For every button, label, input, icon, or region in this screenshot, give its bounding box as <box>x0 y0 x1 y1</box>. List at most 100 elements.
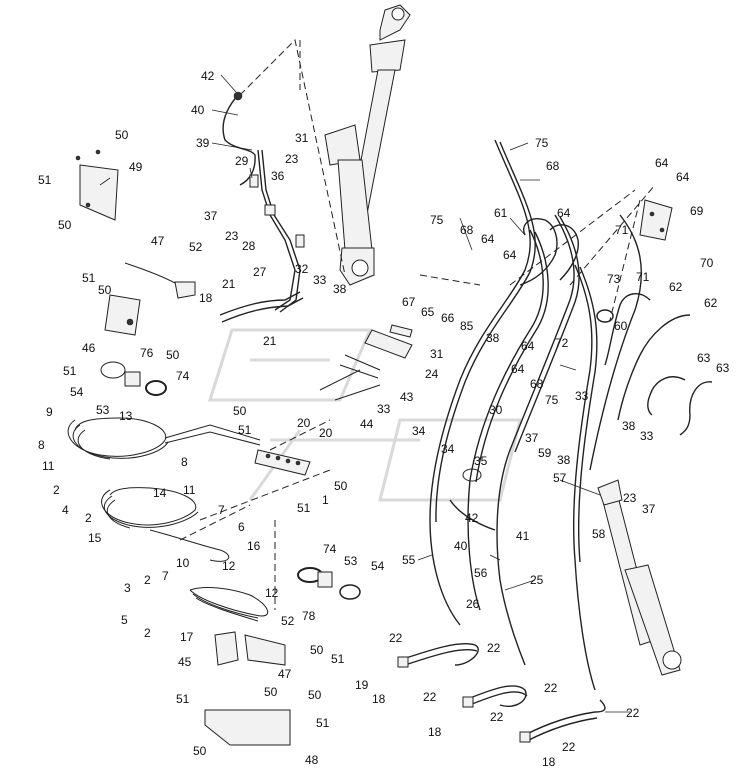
hose-bundle-right <box>429 139 642 691</box>
callout-51: 51 <box>238 423 252 437</box>
bracket-69 <box>639 199 673 241</box>
callout-53: 53 <box>96 403 110 417</box>
callout-33: 33 <box>575 389 589 403</box>
callout-10: 10 <box>176 556 190 570</box>
callout-23: 23 <box>623 491 637 505</box>
callout-48: 48 <box>305 753 319 767</box>
callout-26: 26 <box>466 597 480 611</box>
callout-33: 33 <box>377 402 391 416</box>
callout-56: 56 <box>474 566 488 580</box>
plate-48 <box>204 631 291 746</box>
callout-50: 50 <box>308 688 322 702</box>
hose-group-upper-left <box>222 91 305 313</box>
callout-64: 64 <box>676 170 690 184</box>
callout-64: 64 <box>481 232 495 246</box>
callout-51: 51 <box>63 364 77 378</box>
callout-53: 53 <box>344 554 358 568</box>
callout-20: 20 <box>297 416 311 430</box>
callout-2: 2 <box>144 626 151 640</box>
callout-21: 21 <box>263 334 277 348</box>
callout-54: 54 <box>70 385 84 399</box>
callout-42: 42 <box>465 511 479 525</box>
callout-51: 51 <box>38 173 52 187</box>
clamp-group-lower <box>297 567 361 600</box>
coil-hose-6 <box>149 529 268 622</box>
callout-50: 50 <box>193 744 207 758</box>
callout-2: 2 <box>85 511 92 525</box>
callout-51: 51 <box>176 692 190 706</box>
callout-50: 50 <box>98 283 112 297</box>
callout-52: 52 <box>281 614 295 628</box>
coil-hose-8 <box>67 417 261 460</box>
callout-2: 2 <box>144 573 151 587</box>
hose-61 <box>519 218 579 286</box>
callout-22: 22 <box>544 681 558 695</box>
callout-33: 33 <box>640 429 654 443</box>
callout-38: 38 <box>557 453 571 467</box>
callout-11: 11 <box>183 483 196 497</box>
callout-60: 60 <box>614 319 628 333</box>
wire-47 <box>104 262 196 336</box>
callout-50: 50 <box>58 218 72 232</box>
callout-leaders <box>99 74 630 713</box>
callout-71: 71 <box>615 223 629 237</box>
callout-19: 19 <box>355 678 369 692</box>
callout-31: 31 <box>430 347 444 361</box>
callout-28: 28 <box>242 239 256 253</box>
lift-cylinder-lower <box>597 479 682 676</box>
callout-34: 34 <box>412 424 426 438</box>
callout-18: 18 <box>199 291 213 305</box>
manifold-24 <box>319 324 413 401</box>
hose-62-63 <box>596 293 713 436</box>
callout-50: 50 <box>334 479 348 493</box>
watermark <box>207 328 522 502</box>
hose-21 <box>219 291 304 323</box>
callout-37: 37 <box>525 431 539 445</box>
terminal-block <box>254 449 311 476</box>
callout-31: 31 <box>295 131 309 145</box>
callout-47: 47 <box>151 234 165 248</box>
callout-24: 24 <box>425 367 439 381</box>
callout-5: 5 <box>121 613 128 627</box>
dashed-leaders <box>179 38 656 610</box>
callout-51: 51 <box>316 716 330 730</box>
clamp-group-left <box>100 361 167 396</box>
lift-cylinder-upper <box>324 4 411 286</box>
hose-22-group <box>397 643 606 743</box>
callout-41: 41 <box>516 529 530 543</box>
callout-17: 17 <box>180 630 194 644</box>
callout-18: 18 <box>542 755 556 769</box>
callout-75: 75 <box>430 213 444 227</box>
callout-50: 50 <box>264 685 278 699</box>
callout-65: 65 <box>421 305 435 319</box>
callout-85: 85 <box>460 319 474 333</box>
callout-64: 64 <box>557 206 571 220</box>
callout-3: 3 <box>124 581 131 595</box>
callout-47: 47 <box>278 667 292 681</box>
callout-34: 34 <box>441 442 455 456</box>
callout-2: 2 <box>53 483 60 497</box>
callout-67: 67 <box>402 295 416 309</box>
callout-74: 74 <box>323 542 337 556</box>
fitting-35 <box>449 468 496 531</box>
callout-8: 8 <box>38 438 45 452</box>
callout-12: 12 <box>222 559 236 573</box>
callout-25: 25 <box>530 573 544 587</box>
callout-42: 42 <box>201 69 215 83</box>
callout-69: 69 <box>690 204 704 218</box>
callout-70: 70 <box>700 256 714 270</box>
callout-64: 64 <box>655 156 669 170</box>
callout-50: 50 <box>166 348 180 362</box>
callout-38: 38 <box>622 419 636 433</box>
callout-32: 32 <box>295 262 309 276</box>
callout-18: 18 <box>372 692 386 706</box>
callout-11: 11 <box>42 459 55 473</box>
callout-68: 68 <box>460 223 474 237</box>
callout-45: 45 <box>178 655 192 669</box>
callout-50: 50 <box>115 128 129 142</box>
callout-57: 57 <box>553 471 567 485</box>
callout-66: 66 <box>441 311 455 325</box>
callout-58: 58 <box>592 527 606 541</box>
